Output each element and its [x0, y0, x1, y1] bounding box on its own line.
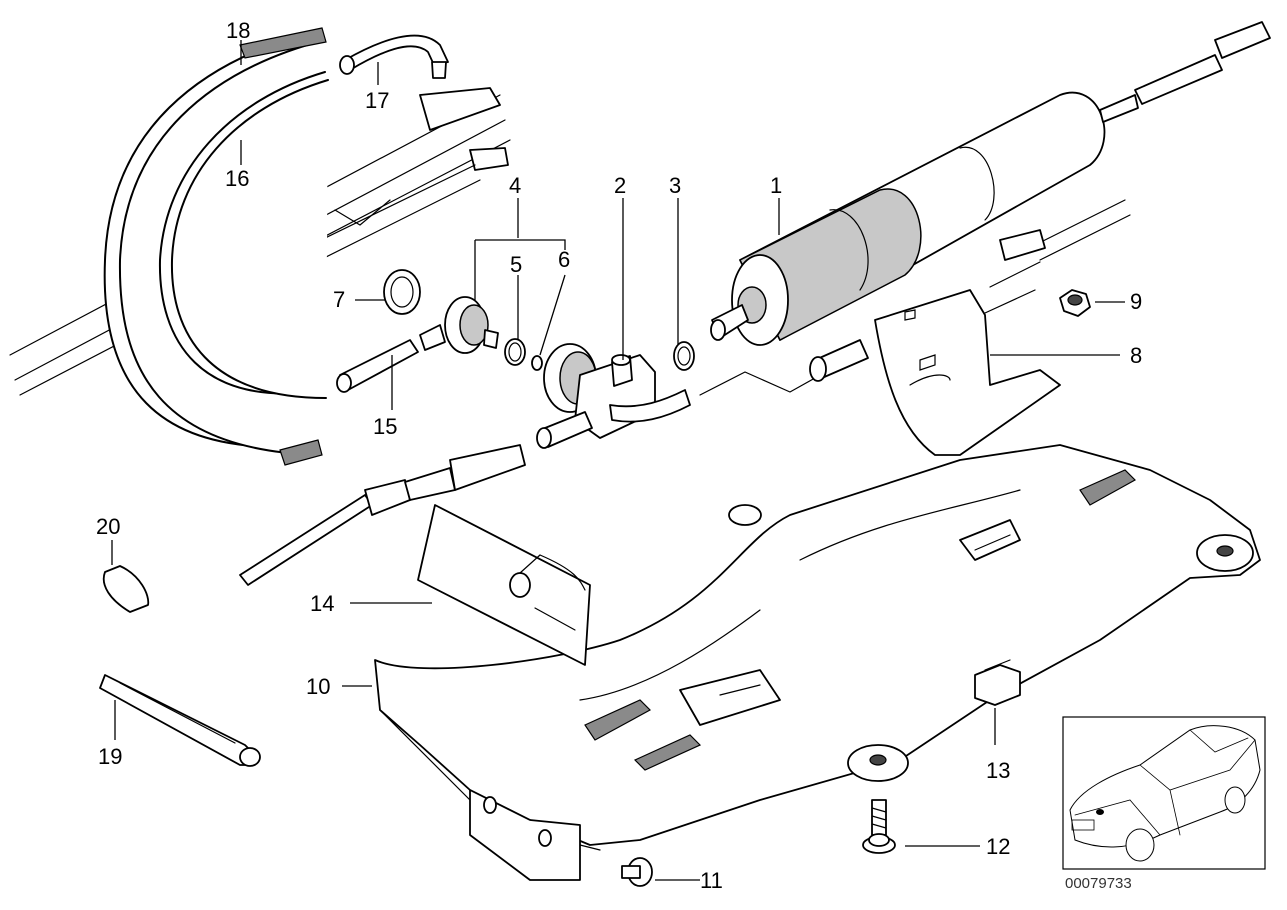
screw-part-12 — [862, 799, 896, 854]
valve-housing-part-2 — [536, 343, 691, 449]
callout-6: 6 — [558, 247, 570, 272]
callout-labels: 1 2 3 4 5 6 7 8 9 10 11 12 13 14 15 16 1… — [96, 18, 1142, 893]
seal-ring-part-3 — [673, 341, 695, 371]
callout-11: 11 — [700, 868, 723, 893]
callout-20: 20 — [96, 514, 120, 539]
callout-14: 14 — [310, 591, 334, 616]
cable-tie-part-19 — [99, 674, 261, 767]
hose-part-16 — [158, 71, 329, 399]
hose-part-15 — [336, 339, 419, 393]
callout-17: 17 — [365, 88, 389, 113]
fuel-pump-part-1 — [710, 21, 1271, 346]
regulator-assembly — [383, 269, 543, 371]
car-thumbnail: 00079733 — [1062, 716, 1266, 892]
callout-8: 8 — [1130, 343, 1142, 368]
nut-part-9 — [1059, 289, 1091, 317]
callout-18: 18 — [226, 18, 250, 43]
leader-lines — [111, 40, 1125, 881]
underbody-shield-part-10 — [374, 444, 1261, 881]
callout-2: 2 — [614, 173, 626, 198]
bolt-part-11 — [621, 857, 653, 887]
callout-4: 4 — [509, 173, 521, 198]
callout-15: 15 — [373, 414, 397, 439]
hose-part-17 — [339, 34, 449, 79]
car-silhouette-icon — [1069, 725, 1261, 862]
clip-part-13 — [974, 659, 1021, 706]
callout-9: 9 — [1130, 289, 1142, 314]
callout-12: 12 — [986, 834, 1010, 859]
callout-10: 10 — [306, 674, 330, 699]
callout-13: 13 — [986, 758, 1010, 783]
callout-19: 19 — [98, 744, 122, 769]
callout-3: 3 — [669, 173, 681, 198]
fuel-line-left — [239, 444, 526, 586]
callout-7: 7 — [333, 287, 345, 312]
heat-shield-part-14 — [417, 504, 591, 666]
callout-16: 16 — [225, 166, 249, 191]
diagram-code: 00079733 — [1065, 875, 1132, 892]
callout-5: 5 — [510, 252, 522, 277]
callout-1: 1 — [770, 173, 782, 198]
fuel-line-lower — [699, 199, 1131, 396]
clip-part-20 — [102, 565, 150, 613]
bracket-part-8 — [874, 289, 1061, 456]
